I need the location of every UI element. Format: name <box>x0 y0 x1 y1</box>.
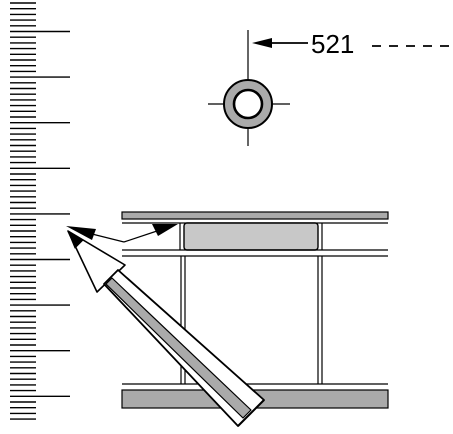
arrow-left-shaft <box>91 233 125 243</box>
highlighted-tile <box>183 222 319 251</box>
callout-label: 521 <box>311 29 354 59</box>
arrow-right-shaft <box>123 229 161 243</box>
pencil-lead <box>67 230 84 249</box>
vertical-ruler <box>10 2 70 420</box>
dimension-arrow-icon <box>66 224 178 243</box>
arrowhead-right <box>152 224 178 236</box>
top-rail <box>121 211 389 220</box>
callout-521: 521 <box>252 29 453 59</box>
arrowhead-left <box>66 226 96 240</box>
callout-arrowhead <box>252 38 272 48</box>
pencil-stripe <box>105 277 252 419</box>
target-inner-ring <box>232 88 264 120</box>
pencil-icon <box>67 230 265 427</box>
pencil-end <box>237 399 265 427</box>
crosshair-target-icon <box>208 30 290 146</box>
